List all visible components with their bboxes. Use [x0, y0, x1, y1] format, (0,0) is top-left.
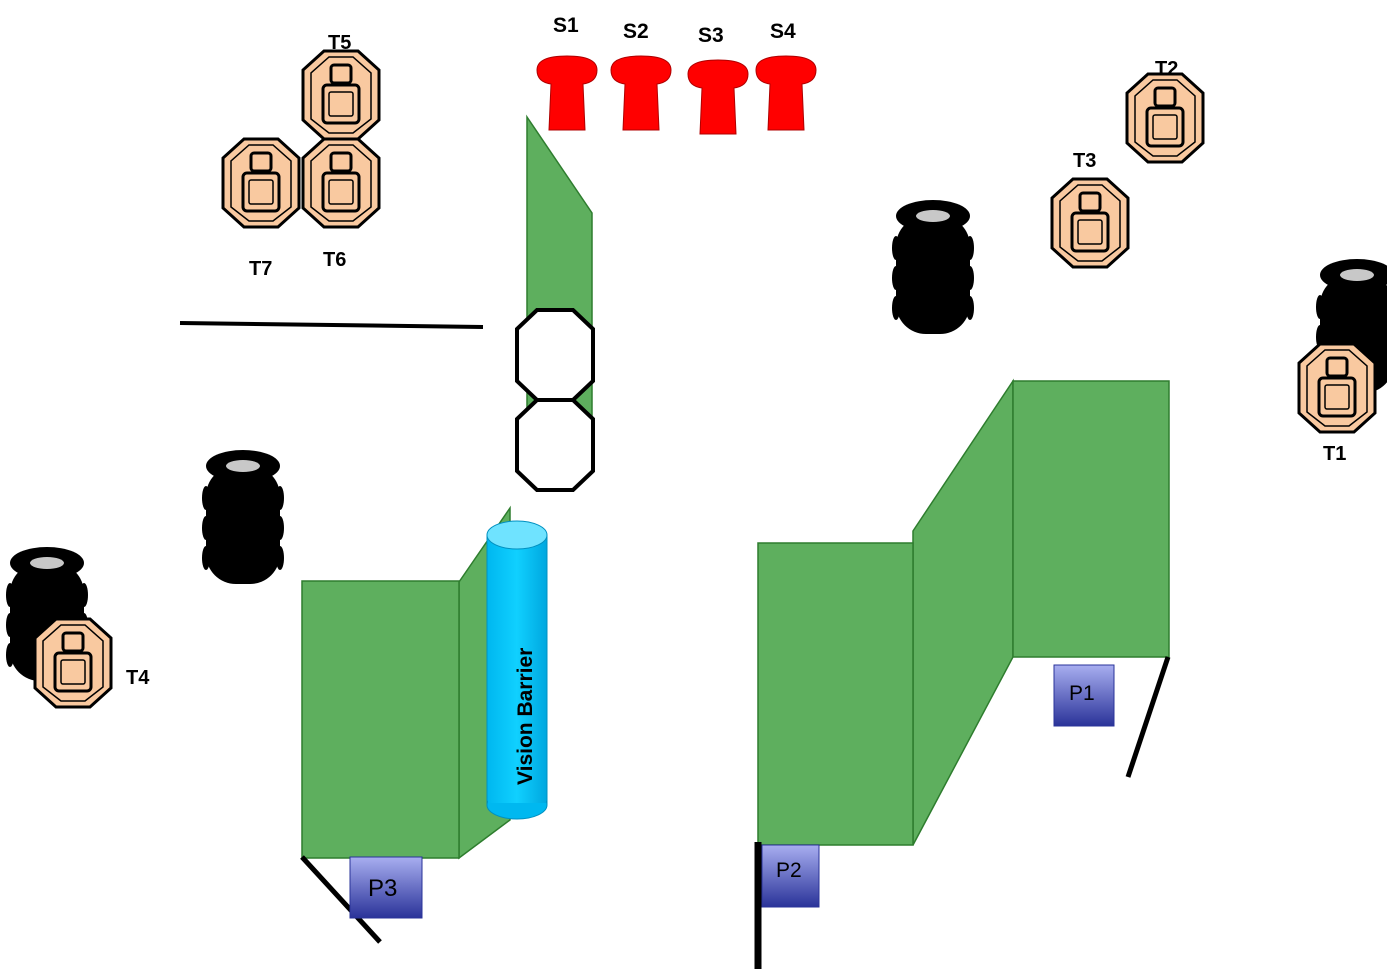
stop-sign-icon — [610, 55, 672, 131]
position-marker-p3 — [349, 856, 423, 919]
position-marker-p1 — [1053, 664, 1115, 727]
target-silhouette-icon — [221, 137, 301, 229]
stop-sign-icon — [755, 55, 817, 131]
stop-sign-icon — [687, 59, 749, 135]
target-label-t1: T1 — [1323, 443, 1346, 465]
octagon-outline-icon — [515, 398, 595, 492]
vision-barrier-label: Vision Barrier — [514, 648, 537, 785]
position-label-p3: P3 — [368, 875, 397, 902]
stop-label-s1: S1 — [553, 14, 579, 37]
right-panel-wall-p1 — [1125, 656, 1171, 778]
target-label-t6: T6 — [323, 249, 346, 271]
tire-stack-icon — [892, 200, 974, 334]
cylinder-barrier-icon — [486, 520, 548, 820]
right-panel-back — [1012, 380, 1170, 658]
octagon-outline-icon — [515, 308, 595, 402]
target-silhouette-icon — [1125, 72, 1205, 164]
stop-sign-icon — [536, 55, 598, 131]
right-panel-slant — [912, 378, 1014, 846]
target-silhouette-icon — [301, 137, 381, 229]
position-label-p2: P2 — [776, 859, 802, 882]
target-label-t5: T5 — [328, 32, 351, 54]
tire-stack-icon — [202, 450, 284, 584]
stop-label-s3: S3 — [698, 24, 724, 47]
target-label-t2: T2 — [1155, 58, 1178, 80]
target-label-t4: T4 — [126, 667, 150, 689]
target-silhouette-icon — [301, 49, 381, 141]
left-panel-wall — [300, 855, 382, 944]
position-marker-p2 — [761, 844, 820, 908]
target-silhouette-icon — [33, 617, 113, 709]
right-panel-front — [757, 542, 914, 846]
position-label-p1: P1 — [1069, 682, 1095, 705]
stop-label-s2: S2 — [623, 20, 649, 43]
target-label-t3: T3 — [1073, 150, 1096, 172]
stop-label-s4: S4 — [770, 20, 796, 43]
target-silhouette-icon — [1050, 177, 1130, 269]
divider-line — [179, 321, 484, 329]
left-panel — [301, 580, 460, 859]
target-silhouette-icon — [1297, 342, 1377, 434]
target-label-t7: T7 — [249, 258, 272, 280]
